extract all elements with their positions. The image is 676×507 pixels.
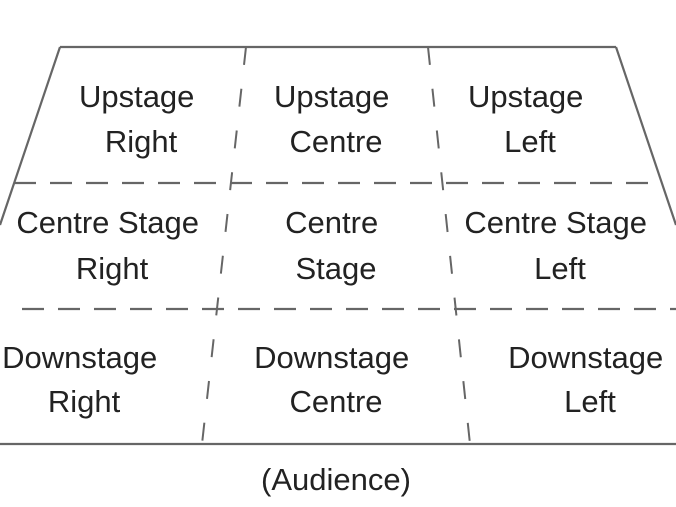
area-downstage-centre-line2: Centre [289,384,382,419]
area-upstage-right-line2: Right [105,124,178,159]
right-column-divider [427,46,471,445]
left-column-divider [201,46,247,445]
area-upstage-left-line1: Upstage [468,79,583,114]
area-upstage-centre-line1: Upstage [274,79,389,114]
area-downstage-left-line1: Downstage [508,340,663,375]
area-upstage-left: Upstage Left [468,79,592,159]
area-upstage-centre: Upstage Centre [274,79,398,159]
area-upstage-centre-line2: Centre [289,124,382,159]
stage-right-wing-edge-top [614,46,676,226]
area-downstage-left-line2: Left [564,384,616,419]
area-centre-stage-line1: Centre [285,205,378,240]
area-centre-stage-right-line2: Right [76,251,149,286]
area-centre-stage-left: Centre Stage Left [464,205,655,286]
area-centre-stage-right-line1: Centre Stage [16,205,199,240]
audience-label: (Audience) [261,462,411,497]
area-centre-stage-left-line2: Left [534,251,586,286]
area-upstage-left-line2: Left [504,124,556,159]
area-downstage-centre: Downstage Centre [254,340,418,419]
area-centre-stage-left-line1: Centre Stage [464,205,647,240]
stage-left-wing-edge-top [0,46,62,226]
area-centre-stage: Centre Stage [285,205,387,286]
area-downstage-right: Downstage Right [2,340,166,419]
area-centre-stage-right: Centre Stage Right [16,205,207,286]
area-downstage-centre-line1: Downstage [254,340,409,375]
area-centre-stage-line2: Stage [295,251,376,286]
area-upstage-right: Upstage Right [79,79,203,159]
area-downstage-right-line1: Downstage [2,340,157,375]
area-downstage-left: Downstage Left [508,340,672,419]
area-upstage-right-line1: Upstage [79,79,194,114]
area-downstage-right-line2: Right [48,384,121,419]
